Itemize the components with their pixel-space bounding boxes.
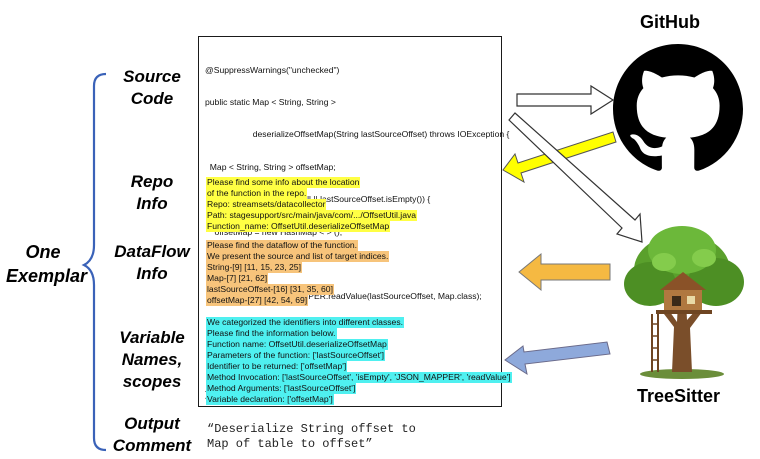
variable-line: Identifier to be returned: ['offsetMap'] (206, 361, 348, 372)
repo-info-line: of the function in the repo. (206, 188, 308, 199)
tree-house-icon (624, 226, 744, 379)
repo-info-line: Function_name: OffsetUtil.deserializeOff… (206, 221, 391, 232)
dataflow-line: Please find the dataflow of the function… (206, 240, 359, 251)
variable-line: Function name: OffsetUtil.deserializeOff… (206, 339, 388, 350)
dataflow-line: offsetMap-[27] [42, 54, 69] (206, 295, 309, 306)
code-line: public static Map < String, String > (205, 96, 336, 107)
arrow-treesitter-to-dataflow-icon (518, 252, 611, 292)
variable-info-block: We categorized the identifiers into diff… (206, 317, 512, 405)
dataflow-line: We present the source and list of target… (206, 251, 390, 262)
dataflow-line: Map-[7] [21, 62] (206, 273, 269, 284)
arrow-to-treesitter-icon (508, 112, 643, 243)
arrow-icons (502, 84, 643, 376)
dataflow-line: String-[9] [11, 15, 23, 25] (206, 262, 302, 273)
prompt-panel: @SuppressWarnings("unchecked") public st… (198, 36, 512, 407)
github-logo-icon (613, 44, 743, 171)
output-comment-text: “Deserialize String offset to Map of tab… (207, 422, 416, 451)
variable-line: Method Arguments: ['lastSourceOffset'] (206, 383, 357, 394)
dataflow-info-block: Please find the dataflow of the function… (206, 240, 390, 306)
variable-line: Parameters of the function: ['lastSource… (206, 350, 385, 361)
variable-line: Method Invocation: ['lastSourceOffset', … (206, 372, 512, 383)
treesitter-title: TreeSitter (637, 386, 721, 406)
variable-line: Please find the information below. (206, 328, 337, 339)
repo-info-block: Please find some info about the location… (206, 177, 418, 232)
dataflow-line: lastSourceOffset-[16] [31, 35, 60] (206, 284, 334, 295)
repo-info-line: Please find some info about the location (206, 177, 361, 188)
variable-line: Variable declaration: ['offsetMap'] (206, 394, 334, 405)
repo-info-line: Path: stagesupport/src/main/java/com/...… (206, 210, 418, 221)
arrow-treesitter-to-variables-icon (504, 341, 611, 376)
curly-brace-icon (81, 72, 107, 452)
one-exemplar-label: One Exemplar (6, 242, 88, 286)
github-title: GitHub (640, 12, 700, 32)
arrow-to-github-icon (516, 84, 615, 116)
variable-line: We categorized the identifiers into diff… (206, 317, 405, 328)
repo-info-line: Repo: streamsets/datacollector (206, 199, 327, 210)
code-line: deserializeOffsetMap(String lastSourceOf… (205, 129, 510, 140)
code-line: @SuppressWarnings("unchecked") (205, 64, 340, 75)
code-line: Map < String, String > offsetMap; (205, 161, 336, 172)
